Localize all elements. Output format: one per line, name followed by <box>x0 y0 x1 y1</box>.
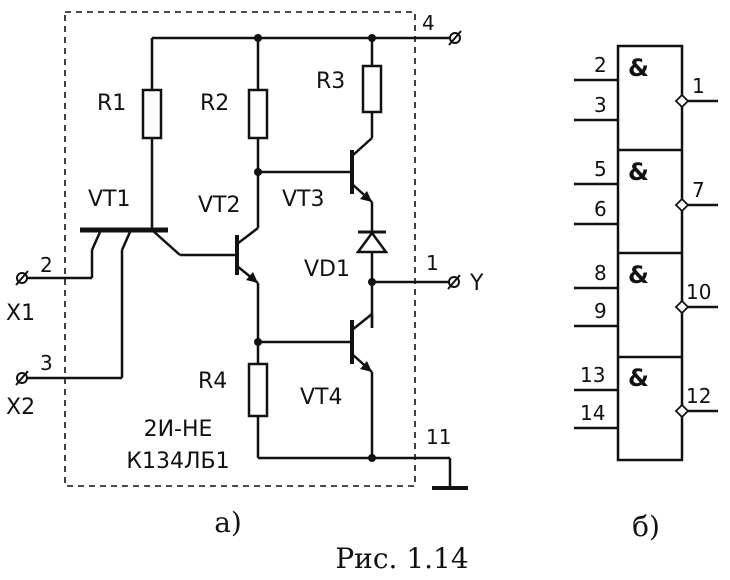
logic-symbol: & 2 3 1 & 5 6 7 & 8 9 <box>574 44 718 543</box>
x2-label: X2 <box>6 395 35 420</box>
gate-block: & 2 3 1 <box>574 53 718 122</box>
r4-label: R4 <box>198 369 227 394</box>
input-pin-number: 9 <box>594 299 607 323</box>
input1-terminal <box>15 270 29 286</box>
input-pin-number: 2 <box>594 53 607 77</box>
resistor-r3 <box>361 64 383 114</box>
inversion-marker <box>674 197 690 213</box>
y-label: Y <box>469 271 484 296</box>
part-b-label: б) <box>632 510 660 543</box>
input-pin-number: 5 <box>594 157 607 181</box>
resistor-r1 <box>141 88 163 140</box>
vcc-terminal <box>448 30 462 46</box>
x1-label: X1 <box>6 301 35 326</box>
vcc-pin-number: 4 <box>422 11 435 35</box>
schematic: 4 R1 R2 R3 VT1 <box>6 11 484 539</box>
transistor-vt2 <box>180 172 260 342</box>
and-symbol: & <box>628 261 649 289</box>
gate-block: & 5 6 7 <box>574 157 718 226</box>
r3-label: R3 <box>316 69 345 94</box>
r2-label: R2 <box>200 91 229 116</box>
output-pin-number: 7 <box>692 178 705 202</box>
vd1-label: VD1 <box>304 257 350 282</box>
output-pin-number: 1 <box>426 251 439 275</box>
resistor-r2 <box>247 88 269 140</box>
chip-type-label: 2И-НЕ <box>144 417 213 442</box>
input-pin-number: 8 <box>594 261 607 285</box>
output-pin-number: 10 <box>686 280 711 304</box>
vt3-label: VT3 <box>282 187 325 212</box>
figure-caption: Рис. 1.14 <box>335 542 468 575</box>
input2-pin-number: 3 <box>40 351 53 375</box>
input-pin-number: 6 <box>594 197 607 221</box>
input-pin-number: 3 <box>594 93 607 117</box>
vt2-label: VT2 <box>198 193 241 218</box>
input-pin-number: 14 <box>580 401 605 425</box>
inversion-marker <box>674 299 690 315</box>
chip-boundary <box>64 11 416 487</box>
input2-terminal <box>15 370 29 386</box>
transistor-vt4 <box>258 313 374 458</box>
gate-block: & 13 14 12 <box>574 363 718 430</box>
and-symbol: & <box>628 54 649 82</box>
inversion-marker <box>674 403 690 419</box>
ground-pin-number: 11 <box>426 425 451 449</box>
part-a-label: а) <box>214 506 242 539</box>
input-pin-number: 13 <box>580 363 605 387</box>
r1-label: R1 <box>97 91 126 116</box>
transistor-vt3 <box>258 150 374 232</box>
output-pin-number: 1 <box>692 74 705 98</box>
output-terminal <box>447 274 461 290</box>
junction-dot <box>368 454 376 462</box>
output-pin-number: 12 <box>686 384 711 408</box>
input1-pin-number: 2 <box>40 253 53 277</box>
transistor-vt1 <box>80 227 181 378</box>
and-symbol: & <box>628 364 649 392</box>
vt4-label: VT4 <box>300 385 343 410</box>
chip-part-label: К134ЛБ1 <box>126 449 229 474</box>
vt1-label: VT1 <box>88 187 131 212</box>
gate-block: & 8 9 10 <box>574 261 718 328</box>
and-symbol: & <box>628 158 649 186</box>
resistor-r4 <box>247 362 269 418</box>
inversion-marker <box>674 93 690 109</box>
